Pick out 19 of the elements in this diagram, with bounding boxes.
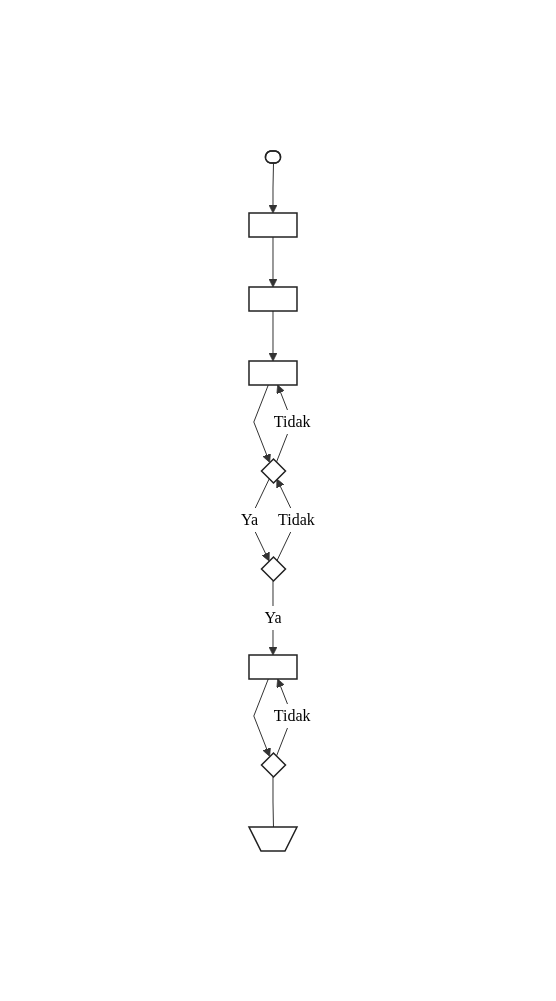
edge-label: Tidak <box>273 706 311 724</box>
node-diamond <box>260 555 287 582</box>
arrow <box>253 384 271 463</box>
arrow <box>268 580 278 655</box>
arrow <box>268 310 278 361</box>
node-pentagon <box>247 825 299 852</box>
arrow <box>268 162 278 213</box>
node-box <box>248 653 298 680</box>
node-box <box>248 285 298 312</box>
node-diamond <box>260 751 287 778</box>
edge-label: Tidak <box>273 412 311 430</box>
edge-label: Ya <box>264 608 282 626</box>
node-diamond <box>260 457 287 484</box>
edge-label: Ya <box>241 510 259 528</box>
arrow <box>253 678 271 757</box>
edge-label: Tidak <box>278 510 315 528</box>
node-box <box>248 211 298 238</box>
node-box <box>248 359 298 386</box>
arrow <box>268 236 278 287</box>
